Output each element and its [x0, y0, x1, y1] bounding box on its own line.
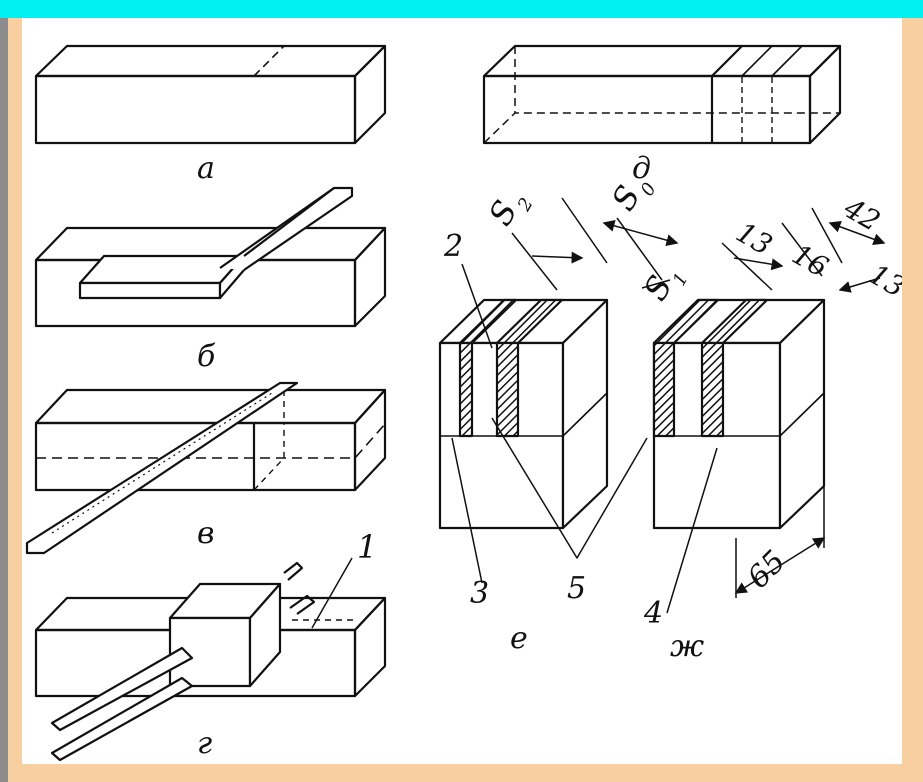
- top-bar: [0, 0, 923, 18]
- dim-s1: S 1: [636, 269, 693, 307]
- drawing-panel: а б в г д е ж 1 2 3 4 5 S 2 S 0 S 1 13 1…: [22, 18, 911, 764]
- label-v: в: [197, 516, 214, 551]
- dim-65: 65: [741, 544, 793, 596]
- dim-13-top: 13: [731, 215, 778, 261]
- block-v: [25, 381, 387, 555]
- label-2: 2: [443, 229, 463, 264]
- block-b: [34, 186, 387, 328]
- leader-lines: [311, 197, 886, 629]
- dim-42: 42: [838, 191, 886, 238]
- block-d: [482, 44, 842, 145]
- dim-16: 16: [787, 237, 834, 283]
- label-g: г: [197, 726, 212, 761]
- block-zh: [652, 298, 826, 530]
- label-a: а: [197, 151, 215, 186]
- left-strip: [0, 18, 8, 782]
- label-5: 5: [567, 571, 586, 606]
- label-e: е: [510, 621, 528, 656]
- label-4: 4: [643, 596, 663, 631]
- block-e: [438, 298, 609, 530]
- dim-13-right: 13: [864, 257, 903, 303]
- block-a: [34, 44, 387, 145]
- label-1: 1: [357, 528, 377, 566]
- label-zh: ж: [670, 629, 704, 664]
- dim-s2: S 2: [481, 194, 538, 232]
- block-g: [34, 561, 387, 762]
- technical-diagram: а б в г д е ж 1 2 3 4 5 S 2 S 0 S 1 13 1…: [25, 44, 911, 762]
- label-d: д: [632, 151, 651, 186]
- label-b: б: [197, 339, 216, 374]
- label-3: 3: [470, 576, 489, 611]
